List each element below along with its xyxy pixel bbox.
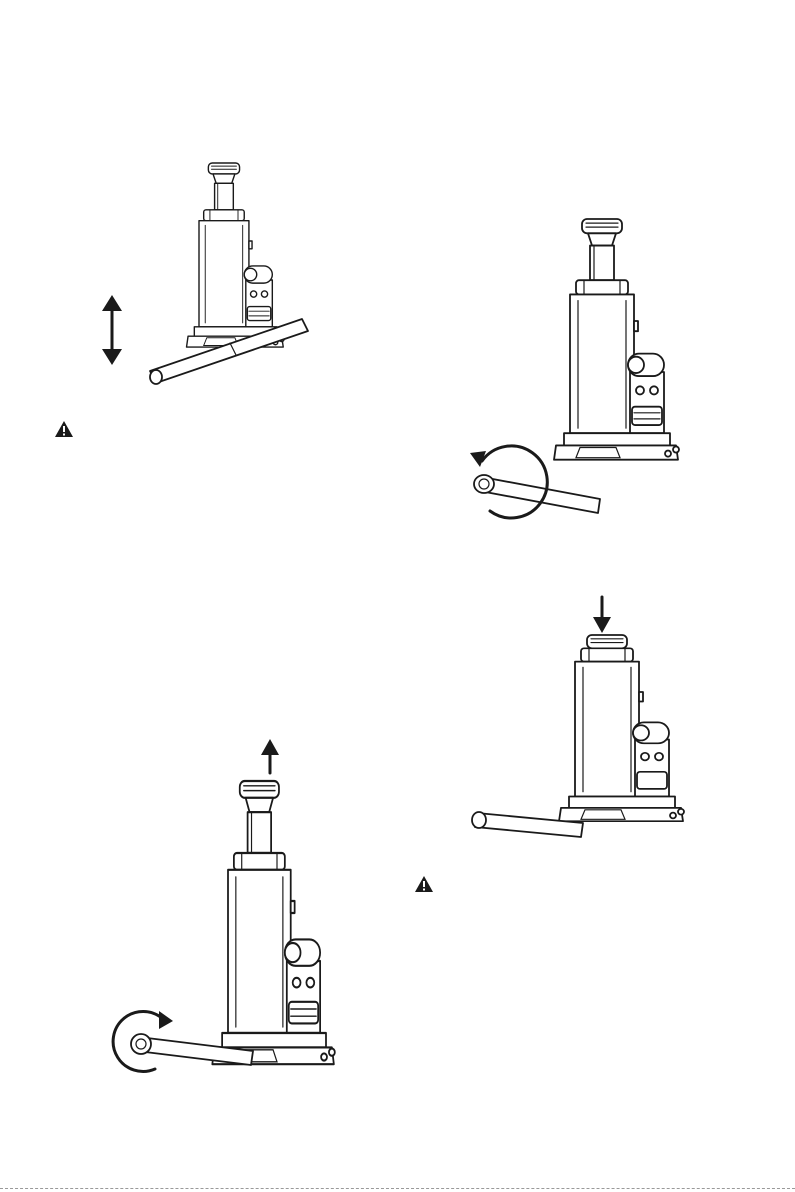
jack-illustration	[90, 155, 330, 410]
figure-lower-ram	[465, 595, 705, 865]
warning-triangle-icon	[414, 875, 434, 893]
warning-1	[54, 420, 74, 438]
figure-close-release-valve	[460, 215, 710, 535]
figure-open-release-valve	[105, 735, 365, 1100]
jack-illustration	[105, 735, 365, 1100]
page-trim-line	[0, 1188, 795, 1189]
jack-illustration	[465, 595, 705, 865]
down-arrow-icon	[593, 597, 611, 633]
warning-2	[414, 875, 434, 893]
warning-triangle-icon	[54, 420, 74, 438]
jack-illustration	[460, 215, 710, 535]
figure-pump-handle	[90, 155, 330, 410]
up-arrow-icon	[261, 739, 279, 773]
double-vertical-arrow-icon	[102, 295, 122, 365]
